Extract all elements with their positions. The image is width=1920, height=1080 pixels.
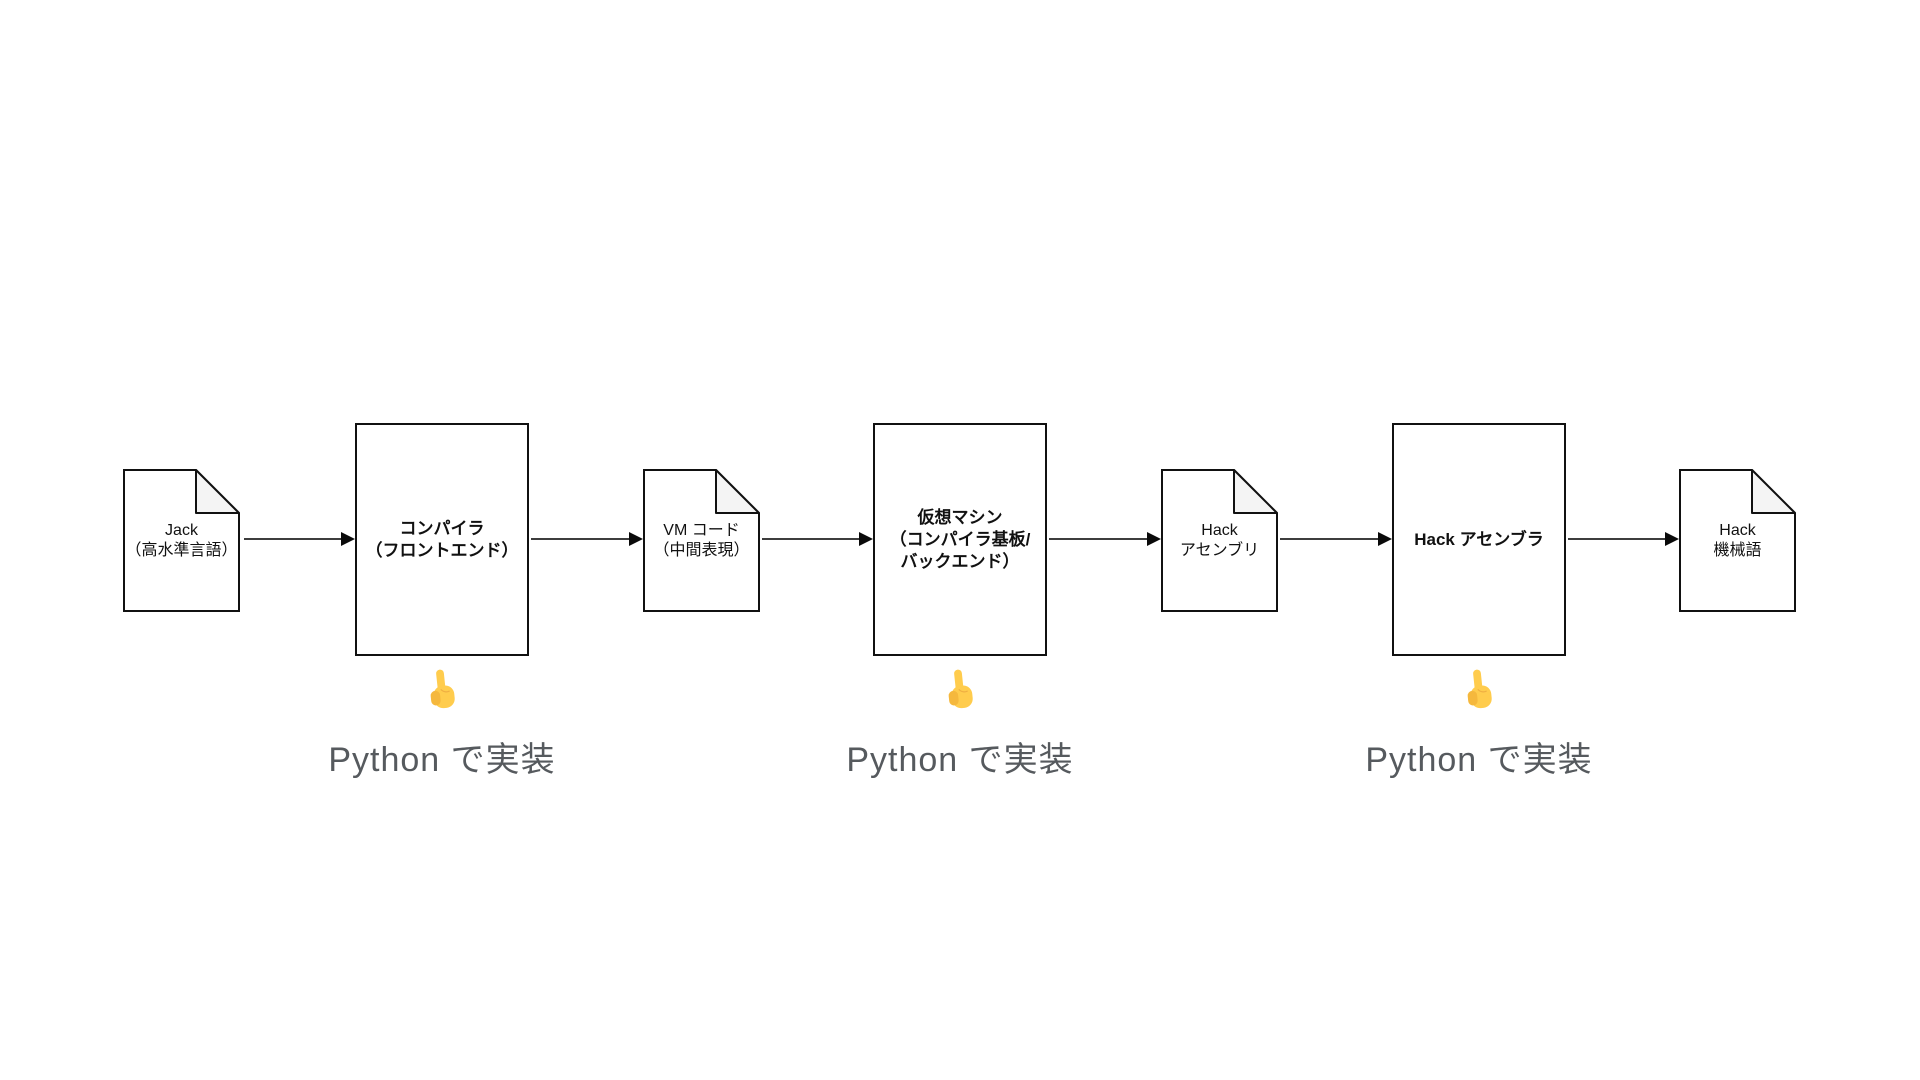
node-label-line: Hack	[1201, 521, 1238, 539]
backhand-index-pointing-up-emoji	[948, 669, 973, 709]
document-shape-icon	[123, 469, 240, 612]
document-shape-icon	[643, 469, 760, 612]
node-label: Hack アセンブラ	[1414, 529, 1544, 551]
annotation-compiler: Python で実装	[328, 668, 555, 781]
node-hack-machine-code: Hack 機械語	[1679, 469, 1796, 612]
node-label-line: アセンブリ	[1179, 541, 1260, 559]
node-label-line: バックエンド）	[900, 551, 1020, 571]
document-shape-icon	[1679, 469, 1796, 612]
node-label: Hack 機械語	[1679, 521, 1796, 561]
annotation-label: Python で実装	[846, 741, 1074, 779]
node-label-line: （フロントエンド）	[365, 540, 519, 560]
node-vm-code: VM コード （中間表現）	[643, 469, 760, 612]
node-label-line: 機械語	[1713, 541, 1762, 559]
node-label-line: Hack アセンブラ	[1414, 529, 1544, 549]
node-virtual-machine: 仮想マシン （コンパイラ基板/ バックエンド）	[873, 423, 1047, 656]
node-label: 仮想マシン （コンパイラ基板/ バックエンド）	[890, 507, 1031, 573]
node-label-line: Jack	[165, 521, 198, 539]
document-shape-icon	[1161, 469, 1278, 612]
node-label: VM コード （中間表現）	[643, 521, 760, 561]
flow-arrow	[762, 532, 873, 546]
node-label-line: VM コード	[663, 521, 740, 539]
node-label-line: （高水準言語）	[125, 541, 238, 559]
flow-arrow	[1280, 532, 1392, 546]
node-compiler: コンパイラ （フロントエンド）	[355, 423, 529, 656]
backhand-index-pointing-up-emoji	[1467, 669, 1492, 709]
node-label-line: （コンパイラ基板/	[889, 529, 1031, 549]
node-hack-assembly: Hack アセンブリ	[1161, 469, 1278, 612]
annotation-virtual-machine: Python で実装	[846, 668, 1073, 781]
flow-arrow	[244, 532, 355, 546]
node-label-line: （中間表現）	[653, 541, 750, 559]
node-label: Hack アセンブリ	[1161, 521, 1278, 561]
annotation-label: Python で実装	[1365, 741, 1593, 779]
node-jack-source: Jack （高水準言語）	[123, 469, 240, 612]
node-label-line: Hack	[1719, 521, 1756, 539]
annotation-hack-assembler: Python で実装	[1365, 668, 1592, 781]
flow-arrow	[531, 532, 643, 546]
node-hack-assembler: Hack アセンブラ	[1392, 423, 1566, 656]
node-label-line: コンパイラ	[399, 518, 485, 538]
flow-arrow	[1049, 532, 1161, 546]
backhand-index-pointing-up-emoji	[430, 669, 455, 709]
node-label: コンパイラ （フロントエンド）	[366, 518, 519, 562]
flow-arrow	[1568, 532, 1679, 546]
node-label: Jack （高水準言語）	[123, 521, 240, 561]
node-label-line: 仮想マシン	[917, 507, 1003, 527]
annotation-label: Python で実装	[328, 741, 556, 779]
